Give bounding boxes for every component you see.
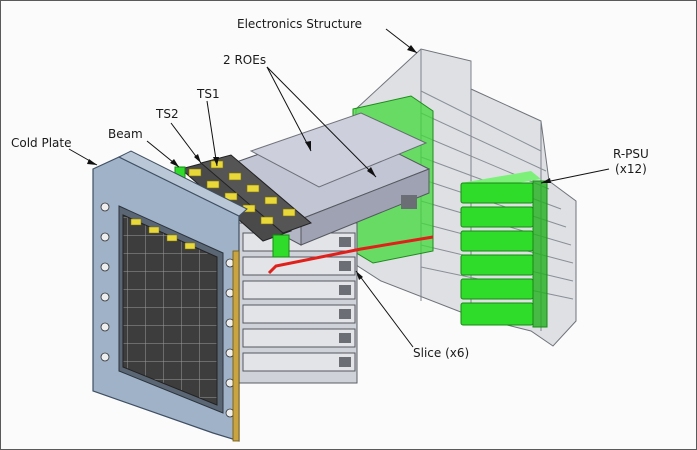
r-psu-modules: [460, 171, 548, 328]
leader-arrowheads: [87, 45, 551, 280]
label-cold-plate: Cold Plate: [11, 136, 72, 150]
label-electronics-structure: Electronics Structure: [237, 17, 363, 31]
label-ts2: TS2: [156, 107, 179, 121]
label-beam: Beam: [108, 127, 143, 141]
label-r-psu-name: R-PSU: [613, 147, 649, 161]
label-slice: Slice (x6): [413, 346, 470, 360]
label-two-roes: 2 ROEs: [223, 53, 267, 67]
cold-plate: [92, 150, 248, 442]
label-ts1: TS1: [197, 87, 220, 101]
label-r-psu: R-PSU (x12): [613, 147, 649, 177]
label-r-psu-count: (x12): [615, 162, 647, 176]
